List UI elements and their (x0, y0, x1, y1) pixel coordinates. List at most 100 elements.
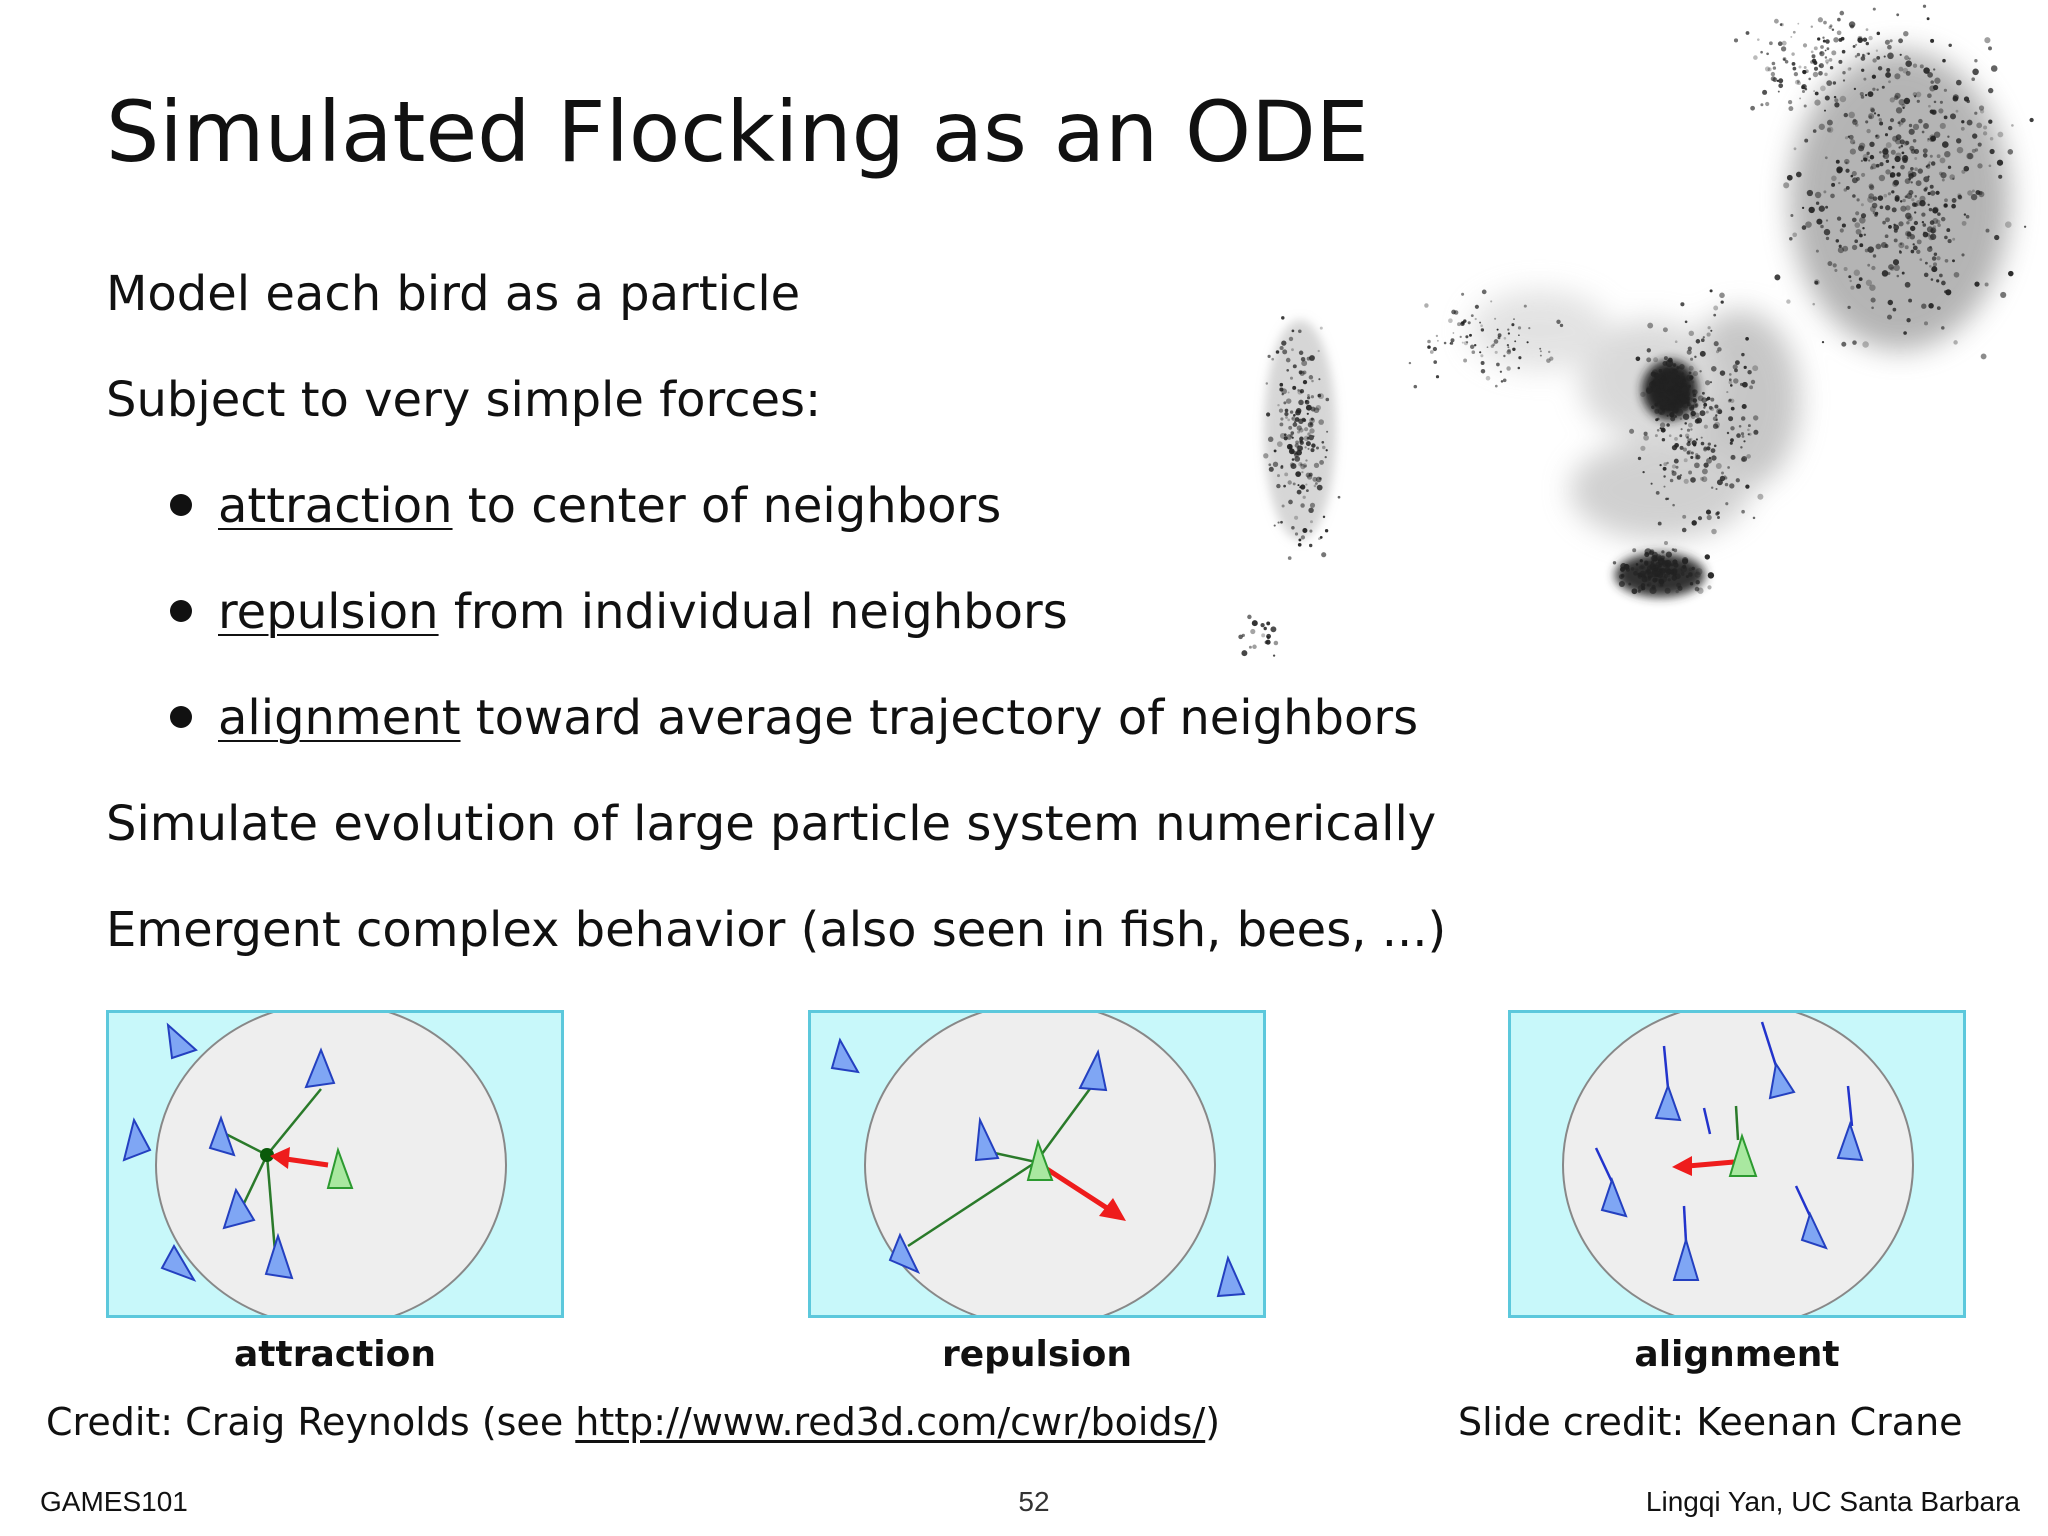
flock-particle (1673, 458, 1679, 464)
flock-particle (1278, 408, 1284, 413)
flock-particle (1910, 225, 1916, 232)
flock-particle (1936, 154, 1941, 159)
flock-particle (1272, 461, 1279, 467)
flock-particle (1860, 95, 1865, 99)
flock-particle (1868, 113, 1875, 120)
flock-particle (1850, 24, 1854, 29)
flock-particle (1900, 205, 1907, 212)
flock-particle (1288, 448, 1295, 455)
flock-particle (1618, 580, 1625, 588)
flock-particle (1905, 70, 1911, 76)
flock-particle (1703, 424, 1708, 429)
flock-particle (1277, 521, 1280, 524)
flock-particle (1944, 198, 1948, 203)
flock-particle (1956, 138, 1962, 144)
flock-particle (1836, 216, 1842, 221)
flock-particle (1743, 440, 1746, 443)
flock-particle (1921, 221, 1925, 224)
flock-particle (1901, 103, 1906, 108)
flock-particle (1681, 372, 1684, 375)
flock-particle (1855, 211, 1860, 216)
flock-particle (1635, 356, 1641, 362)
flock-particle (1659, 422, 1666, 428)
flock-particle (1836, 30, 1842, 36)
bullet-rest: from individual neighbors (438, 584, 1068, 640)
flock-particle (1730, 438, 1734, 442)
flock-particle (1989, 136, 1994, 141)
flock-particle (1728, 380, 1733, 385)
flock-particle (1892, 307, 1897, 312)
flock-particle (2005, 221, 2012, 228)
flock-particle (1319, 535, 1323, 539)
flock-particle (1492, 343, 1496, 347)
flock-particle (1702, 336, 1705, 339)
flock-particle (1671, 464, 1677, 469)
flock-particle (1984, 37, 1991, 44)
flock-particle (1849, 148, 1856, 155)
flock-particle (1708, 405, 1713, 410)
flock-particle (1671, 393, 1675, 397)
flock-particle (1661, 437, 1666, 442)
flock-particle (1465, 335, 1469, 339)
caption-alignment: alignment (1634, 1334, 1840, 1375)
flock-particle (1511, 323, 1515, 327)
flock-particle (1801, 85, 1806, 90)
flock-particle (1872, 58, 1877, 63)
flock-particle (1299, 485, 1302, 489)
flock-particle (1900, 144, 1904, 148)
flock-particle (1984, 282, 1989, 287)
flock-particle (1850, 285, 1855, 290)
flock-particle (1689, 375, 1694, 380)
flock-particle (1673, 562, 1679, 568)
flock-particle (1922, 231, 1929, 238)
flock-particle (1306, 474, 1313, 480)
flock-particle (1729, 373, 1732, 376)
flock-particle (1802, 43, 1808, 48)
bullet-rest: toward average trajectory of neighbors (460, 690, 1419, 746)
flock-particle (1843, 112, 1849, 118)
flock-particle (1659, 381, 1663, 385)
flock-particle (1911, 171, 1917, 178)
flock-particle (1866, 151, 1870, 155)
flock-particle (1877, 113, 1880, 117)
flock-particle (1788, 106, 1794, 112)
flock-particle (1325, 397, 1330, 402)
flock-particle (1928, 104, 1931, 108)
flock-particle (1855, 283, 1862, 289)
flock-particle (1479, 351, 1482, 354)
flock-particle (1989, 148, 1995, 155)
flock-particle (1842, 245, 1849, 252)
flock-particle (1700, 441, 1705, 446)
flock-particle (1687, 450, 1692, 455)
flock-particle (1523, 304, 1527, 308)
flock-particle (1284, 472, 1289, 477)
flock-particle (1673, 385, 1680, 392)
flock-particle (1872, 7, 1876, 11)
force-arrow-icon (270, 1147, 290, 1169)
text-line-model: Model each bird as a particle (106, 266, 801, 322)
flock-particle (1449, 341, 1454, 345)
flock-particle (1279, 422, 1284, 427)
flock-particle (1884, 39, 1890, 45)
flock-particle (1837, 247, 1844, 254)
flock-particle (1686, 436, 1689, 439)
flock-particle (1760, 50, 1763, 54)
flock-particle (1732, 364, 1738, 370)
flock-particle (1845, 161, 1848, 164)
flock-particle (1977, 142, 1982, 147)
flock-particle (1701, 397, 1708, 403)
flock-particle (1690, 451, 1694, 455)
boids-link[interactable]: http://www.red3d.com/cwr/boids/ (575, 1400, 1206, 1444)
flock-particle (1682, 405, 1689, 412)
flock-particle (1745, 336, 1749, 341)
flock-particle (1479, 321, 1482, 324)
flock-particle (1826, 126, 1834, 133)
bullet-dot-icon (170, 706, 192, 728)
flock-particle (1284, 408, 1289, 413)
flock-particle (1769, 41, 1773, 46)
flock-particle (1319, 326, 1323, 330)
flock-particle (1688, 330, 1695, 337)
flock-particle (1859, 91, 1864, 97)
flock-particle (1308, 434, 1314, 441)
flock-particle (1316, 484, 1323, 491)
